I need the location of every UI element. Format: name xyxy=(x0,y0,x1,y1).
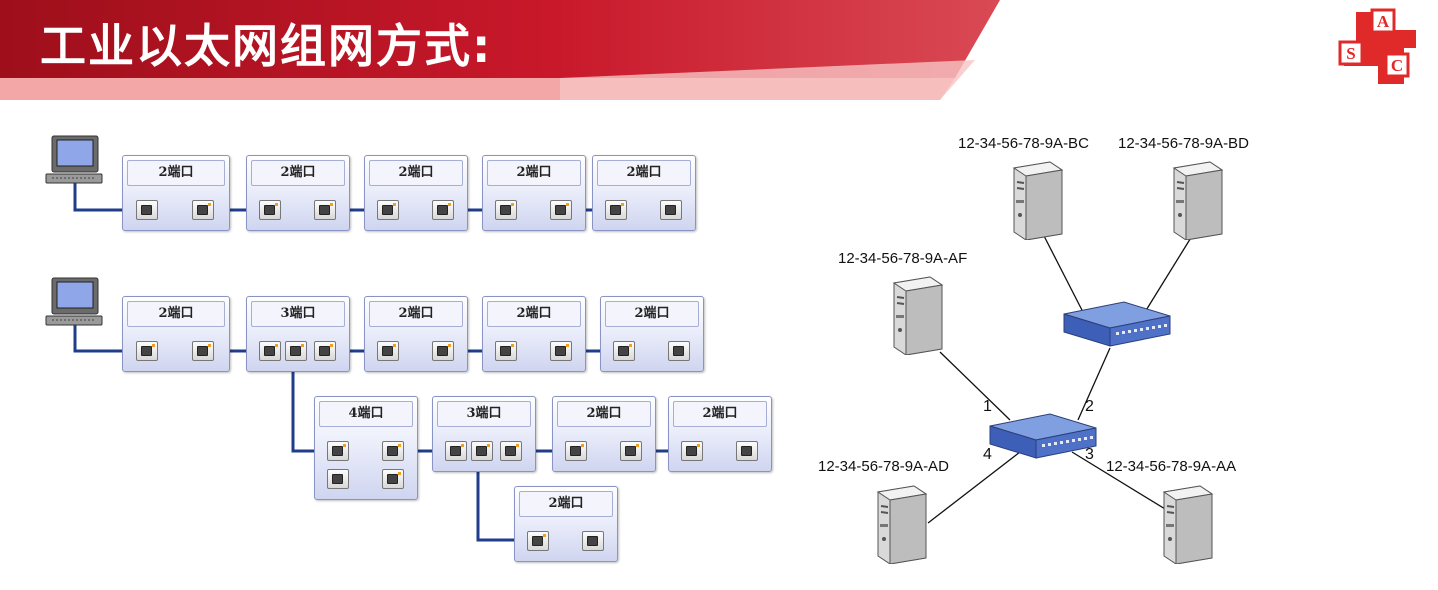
device-label: 2端口 xyxy=(487,160,581,186)
device-label: 3端口 xyxy=(437,401,531,427)
ethernet-port-icon xyxy=(565,441,587,461)
device-label: 2端口 xyxy=(369,301,463,327)
header-banner: 工业以太网组网方式: A S C xyxy=(0,0,1438,110)
ethernet-port-icon xyxy=(259,341,281,361)
ethernet-port-icon xyxy=(681,441,703,461)
server-icon xyxy=(892,276,944,355)
cable-star-3 xyxy=(1071,451,1171,513)
ethernet-port-icon xyxy=(445,441,467,461)
slide-title: 工业以太网组网方式: xyxy=(40,19,493,73)
ethernet-port-icon xyxy=(327,441,349,461)
ethernet-port-icon xyxy=(582,531,604,551)
ethernet-port-icon xyxy=(550,341,572,361)
device-label: 2端口 xyxy=(127,301,225,327)
switch-2port: 2端口 xyxy=(364,155,468,231)
device-label: 3端口 xyxy=(251,301,345,327)
switch-2port: 2端口 xyxy=(600,296,704,372)
ethernet-port-icon xyxy=(432,341,454,361)
mac-address-label: 12-34-56-78-9A-AA xyxy=(1106,458,1237,475)
ethernet-port-icon xyxy=(382,469,404,489)
ethernet-port-icon xyxy=(471,441,493,461)
ethernet-port-icon xyxy=(495,341,517,361)
cable-star-1 xyxy=(939,351,1011,421)
device-label: 4端口 xyxy=(319,401,413,427)
computer-icon xyxy=(45,277,103,326)
cable-star-bc xyxy=(1041,231,1086,317)
switch-3port: 3端口 xyxy=(432,396,536,472)
switch-2port: 2端口 xyxy=(552,396,656,472)
device-label: 2端口 xyxy=(487,301,581,327)
mac-address-label: 12-34-56-78-9A-BD xyxy=(1118,135,1249,152)
device-label: 2端口 xyxy=(127,160,225,186)
ethernet-port-icon xyxy=(736,441,758,461)
mac-address-label: 12-34-56-78-9A-BC xyxy=(958,135,1089,152)
ethernet-port-icon xyxy=(500,441,522,461)
server-icon xyxy=(876,485,928,564)
switch-2port: 2端口 xyxy=(122,155,230,231)
cable-star-4 xyxy=(927,451,1021,524)
network-switch-icon xyxy=(1063,301,1171,347)
ethernet-port-icon xyxy=(192,200,214,220)
asc-logo-icon: A S C xyxy=(1338,8,1416,84)
port-number: 3 xyxy=(1085,446,1094,463)
device-label: 2端口 xyxy=(605,301,699,327)
device-label: 2端口 xyxy=(597,160,691,186)
switch-2port: 2端口 xyxy=(482,155,586,231)
device-label: 2端口 xyxy=(251,160,345,186)
ethernet-port-icon xyxy=(285,341,307,361)
switch-4port: 4端口 xyxy=(314,396,418,500)
ethernet-port-icon xyxy=(192,341,214,361)
header-background xyxy=(0,0,1000,100)
switch-2port: 2端口 xyxy=(364,296,468,372)
switch-3port: 3端口 xyxy=(246,296,350,372)
svg-text:C: C xyxy=(1391,56,1403,75)
device-label: 2端口 xyxy=(557,401,651,427)
ethernet-port-icon xyxy=(495,200,517,220)
server-icon xyxy=(1012,161,1064,240)
ethernet-port-icon xyxy=(432,200,454,220)
switch-2port: 2端口 xyxy=(668,396,772,472)
ethernet-port-icon xyxy=(660,200,682,220)
ethernet-port-icon xyxy=(668,341,690,361)
ethernet-port-icon xyxy=(377,200,399,220)
ethernet-port-icon xyxy=(377,341,399,361)
device-label: 2端口 xyxy=(673,401,767,427)
cable-star-2 xyxy=(1077,347,1111,421)
svg-text:A: A xyxy=(1377,12,1390,31)
computer-icon xyxy=(45,135,103,184)
ethernet-port-icon xyxy=(620,441,642,461)
mac-address-label: 12-34-56-78-9A-AD xyxy=(818,458,949,475)
ethernet-port-icon xyxy=(327,469,349,489)
ethernet-port-icon xyxy=(136,341,158,361)
device-label: 2端口 xyxy=(519,491,613,517)
port-number: 1 xyxy=(983,398,992,415)
port-number: 4 xyxy=(983,446,992,463)
ethernet-port-icon xyxy=(382,441,404,461)
ethernet-port-icon xyxy=(259,200,281,220)
ethernet-port-icon xyxy=(527,531,549,551)
ethernet-port-icon xyxy=(613,341,635,361)
switch-2port: 2端口 xyxy=(122,296,230,372)
mac-address-label: 12-34-56-78-9A-AF xyxy=(838,250,968,267)
ethernet-port-icon xyxy=(136,200,158,220)
svg-text:S: S xyxy=(1346,44,1355,63)
switch-2port: 2端口 xyxy=(246,155,350,231)
switch-2port: 2端口 xyxy=(592,155,696,231)
ethernet-port-icon xyxy=(314,341,336,361)
ethernet-port-icon xyxy=(605,200,627,220)
server-icon xyxy=(1172,161,1224,240)
switch-2port: 2端口 xyxy=(514,486,618,562)
cable-star-bd xyxy=(1144,235,1193,313)
device-label: 2端口 xyxy=(369,160,463,186)
ethernet-port-icon xyxy=(314,200,336,220)
switch-2port: 2端口 xyxy=(482,296,586,372)
port-number: 2 xyxy=(1085,398,1094,415)
server-icon xyxy=(1162,485,1214,564)
ethernet-port-icon xyxy=(550,200,572,220)
network-switch-icon xyxy=(989,413,1097,459)
